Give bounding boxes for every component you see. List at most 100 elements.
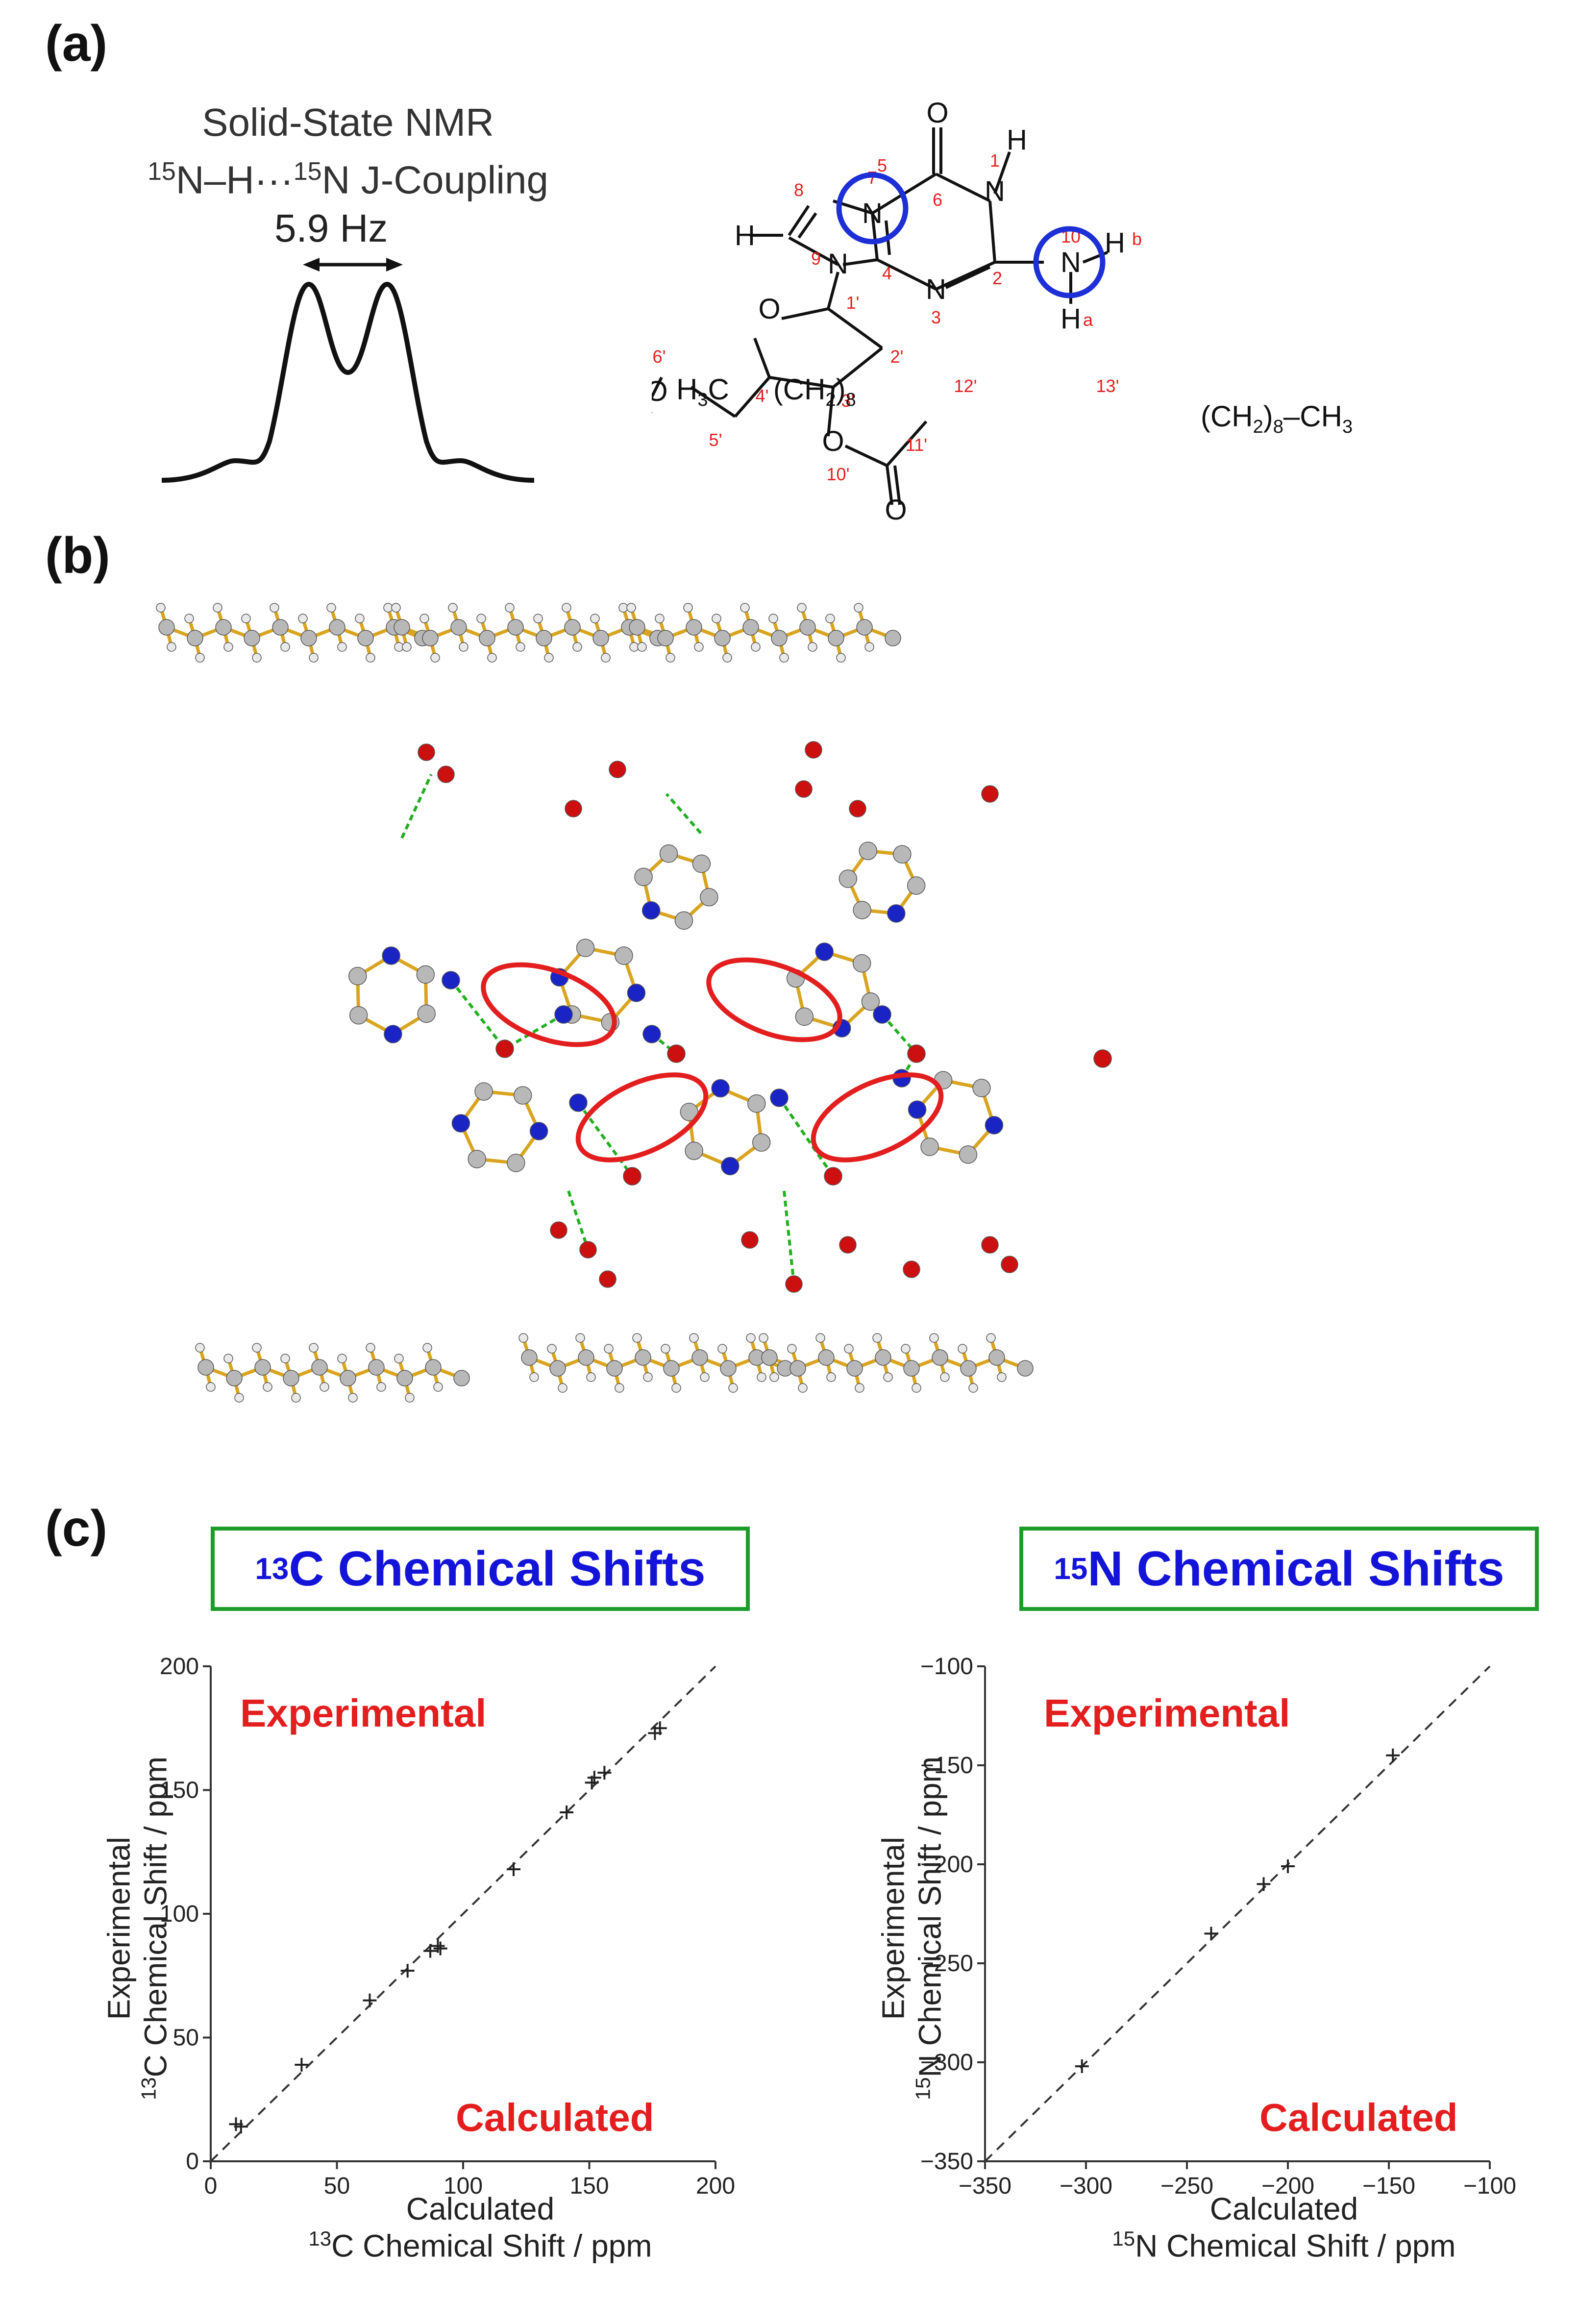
carbon-atom bbox=[158, 619, 175, 636]
carbon-atom bbox=[187, 630, 203, 646]
data-point bbox=[1204, 1927, 1218, 1941]
carbon-atom bbox=[422, 630, 439, 646]
carbon-atom bbox=[852, 954, 871, 973]
carbon-atom bbox=[932, 1349, 948, 1366]
carbon-atom bbox=[578, 1349, 594, 1366]
hydrogen-atom bbox=[779, 653, 789, 663]
hydrogen-atom bbox=[213, 603, 222, 613]
hydrogen-atom bbox=[422, 1343, 432, 1353]
right-alkyl-chain: (CH2)8–CH3 bbox=[1201, 400, 1353, 437]
carbon-atom bbox=[254, 1359, 271, 1376]
svg-text:3: 3 bbox=[931, 307, 941, 327]
atom-o6-prime: O bbox=[652, 375, 668, 407]
hydrogen-atom bbox=[637, 642, 647, 652]
svg-text:12': 12' bbox=[954, 376, 977, 396]
svg-text:3': 3' bbox=[841, 391, 855, 411]
carbon-atom bbox=[885, 630, 901, 646]
hydrogen-atom bbox=[586, 1372, 596, 1382]
nitrogen-atom bbox=[569, 1093, 588, 1112]
hydrogen-atom bbox=[740, 603, 750, 613]
reference-line bbox=[984, 1665, 1491, 2162]
hydrogen-atom bbox=[666, 653, 675, 663]
data-point bbox=[433, 1941, 447, 1955]
svg-text:9: 9 bbox=[811, 248, 821, 269]
hydrogen-atom bbox=[433, 1382, 443, 1392]
oxygen-atom bbox=[550, 1221, 567, 1239]
carbon-atom bbox=[674, 911, 693, 930]
carbon-atom bbox=[468, 1150, 487, 1168]
oxygen-atom bbox=[579, 1241, 597, 1259]
molecular-structure: N N N N N O O O O O O H H H H 1 2 3 4 5 … bbox=[652, 97, 1142, 524]
hydrogen-atom bbox=[655, 614, 665, 623]
c13-ylabel: Experimental 13C Chemical Shift / ppm bbox=[101, 1756, 173, 2101]
carbon-atom bbox=[838, 869, 858, 888]
svg-text:5: 5 bbox=[877, 155, 887, 175]
nh-n-highlight-ellipse bbox=[575, 1072, 709, 1162]
nmr-title-line2: 15N–H···15N J-Coupling bbox=[147, 157, 549, 202]
data-point bbox=[1075, 2059, 1089, 2074]
carbon-atom bbox=[720, 1360, 737, 1377]
y-tick-label: −150 bbox=[921, 1753, 973, 1779]
carbon-atom bbox=[368, 1359, 385, 1376]
oxygen-atom bbox=[418, 743, 435, 761]
hydrogen-atom bbox=[986, 1333, 996, 1343]
carbon-atom bbox=[680, 1103, 699, 1121]
data-point bbox=[597, 1766, 612, 1780]
carbon-atom bbox=[700, 888, 718, 907]
carbon-atom bbox=[893, 845, 912, 864]
hydrogen-atom bbox=[768, 614, 778, 623]
x-tick-label: −250 bbox=[1160, 2173, 1213, 2199]
hydrogen-atom bbox=[787, 1344, 797, 1354]
x-tick-label: 200 bbox=[696, 2173, 735, 2199]
hydrogen-atom bbox=[683, 603, 693, 613]
hydrogen-atom bbox=[825, 614, 835, 623]
oxygen-atom bbox=[907, 1044, 926, 1063]
oxygen-atom bbox=[849, 800, 866, 817]
svg-text:10': 10' bbox=[827, 464, 850, 484]
carbon-atom bbox=[592, 630, 609, 646]
carbon-atom bbox=[283, 1370, 299, 1386]
hydrogen-atom bbox=[195, 653, 205, 663]
svg-text:6: 6 bbox=[933, 190, 942, 210]
nitrogen-atom bbox=[529, 1122, 548, 1140]
atom-n1: N bbox=[985, 175, 1005, 207]
carbon-atom bbox=[348, 966, 367, 986]
hydrogen-atom bbox=[671, 1383, 681, 1393]
carbon-atom bbox=[549, 1360, 566, 1377]
hydrogen-atom bbox=[855, 1383, 864, 1393]
panel-label-b: (b) bbox=[45, 527, 110, 584]
hydrogen-atom bbox=[901, 1344, 911, 1354]
carbon-atom bbox=[972, 1079, 991, 1097]
hydrogen-atom bbox=[366, 1343, 375, 1353]
carbon-atom bbox=[635, 1349, 651, 1366]
hydrogen-atom bbox=[572, 642, 582, 652]
hydrogen-atom bbox=[320, 1382, 329, 1392]
hydrogen-atom bbox=[280, 642, 290, 652]
atom-hb: H bbox=[1105, 227, 1125, 259]
oxygen-atom bbox=[839, 1236, 857, 1254]
hydrogen-atom bbox=[544, 653, 554, 663]
hydrogen-atom bbox=[184, 614, 194, 623]
svg-text:13': 13' bbox=[1096, 376, 1119, 396]
y-tick-label: 50 bbox=[173, 2025, 199, 2051]
carbon-atom bbox=[521, 1349, 538, 1366]
nitrogen-atom bbox=[770, 1088, 789, 1107]
carbon-atom bbox=[691, 1349, 708, 1366]
hydrogen-atom bbox=[405, 1393, 415, 1403]
hydrogen-atom bbox=[836, 653, 846, 663]
carbon-atom bbox=[657, 630, 674, 646]
svg-text:2': 2' bbox=[890, 346, 904, 367]
carbon-atom bbox=[340, 1370, 356, 1386]
hydrogen-atom bbox=[337, 642, 347, 652]
carbon-atom bbox=[752, 1133, 771, 1152]
carbon-atom bbox=[215, 619, 232, 636]
y-tick-label: −350 bbox=[921, 2149, 973, 2175]
nitrogen-atom bbox=[711, 1079, 730, 1098]
oxygen-atom bbox=[981, 1236, 999, 1254]
carbon-atom bbox=[747, 1094, 766, 1113]
carbon-atom bbox=[564, 619, 581, 636]
carbon-atom bbox=[828, 630, 844, 646]
data-point bbox=[400, 1964, 415, 1978]
hydrogen-atom bbox=[337, 1354, 347, 1363]
oxygen-atom bbox=[1001, 1256, 1018, 1273]
